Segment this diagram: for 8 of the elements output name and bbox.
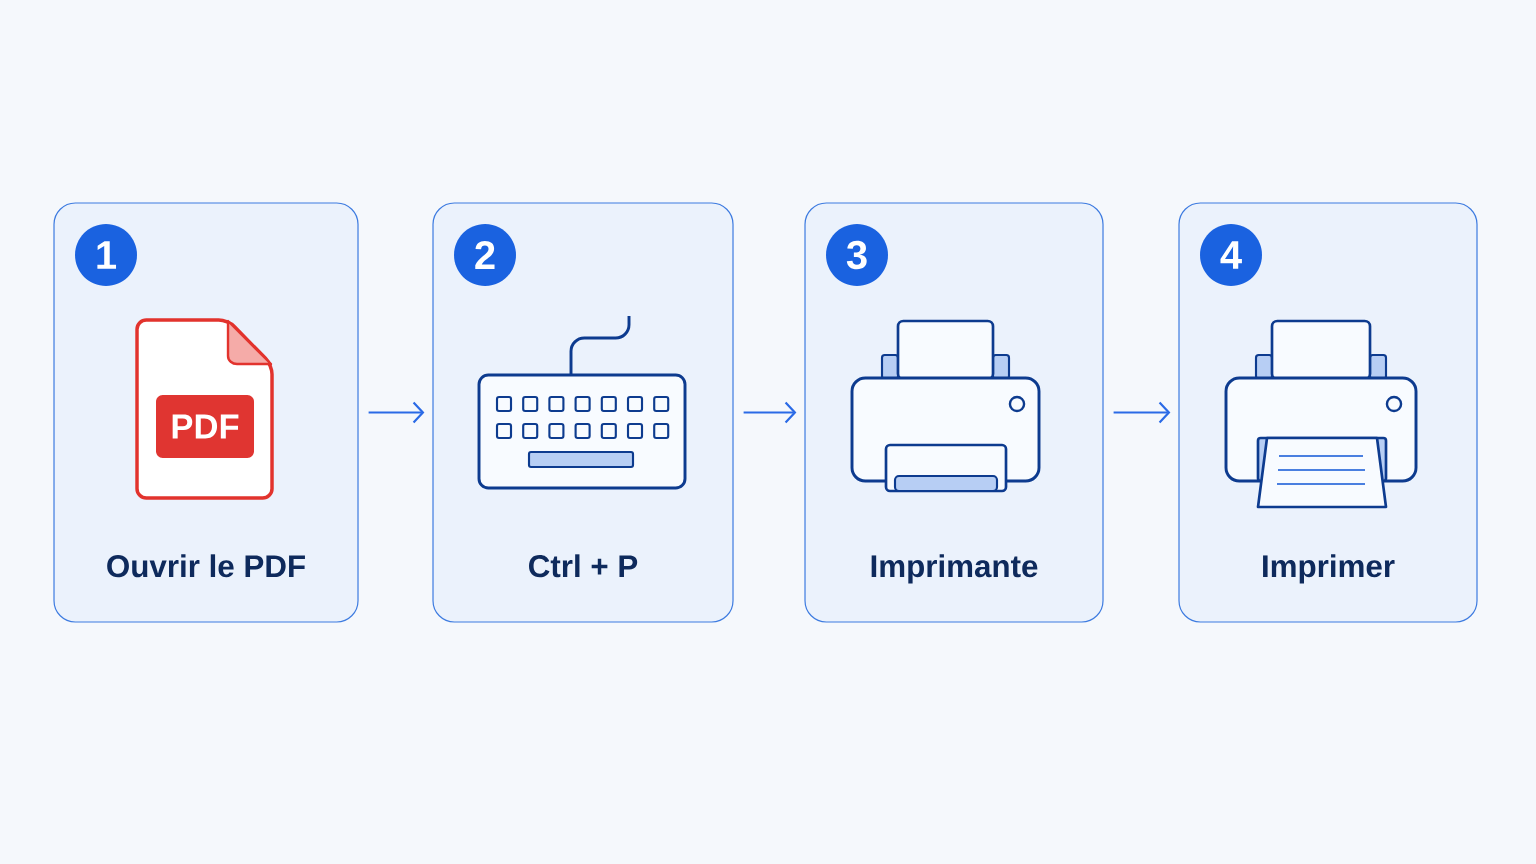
arrow — [743, 401, 797, 424]
number-badge: 1 — [75, 224, 137, 286]
number-badge: 2 — [454, 224, 516, 286]
number-badge: 3 — [826, 224, 888, 286]
arrow — [1113, 401, 1171, 424]
arrow — [368, 401, 425, 424]
number-badge: 4 — [1200, 224, 1262, 286]
pdf-tag: PDF — [156, 395, 254, 458]
